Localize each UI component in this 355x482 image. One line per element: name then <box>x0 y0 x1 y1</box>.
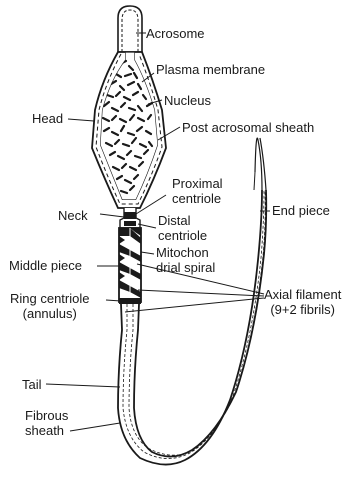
mitochondrial-spiral-leader <box>141 252 154 254</box>
acrosome-shape <box>118 6 142 52</box>
neck-leader <box>100 214 124 217</box>
tail-leader <box>46 384 120 387</box>
head-leader <box>68 119 94 121</box>
label-distal-centriole: Distal centriole <box>158 213 207 243</box>
label-axial-filament: Axial filament (9+2 fibrils) <box>264 287 341 317</box>
label-nucleus: Nucleus <box>164 93 211 108</box>
label-neck: Neck <box>58 208 88 223</box>
label-post-acrosomal-sheath: Post acrosomal sheath <box>182 120 314 135</box>
label-ring-centriole: Ring centriole (annulus) <box>10 291 90 321</box>
label-plasma-membrane: Plasma membrane <box>156 62 265 77</box>
label-mitochondrial-spiral: Mitochon drial spiral <box>156 245 215 275</box>
middle-piece-shape <box>119 228 141 302</box>
axial-filament-leader-2 <box>138 290 264 296</box>
fibrous-sheath-leader <box>70 423 120 431</box>
label-fibrous-sheath: Fibrous sheath <box>25 408 68 438</box>
label-end-piece: End piece <box>272 203 330 218</box>
label-head: Head <box>32 111 63 126</box>
label-acrosome: Acrosome <box>146 26 205 41</box>
neck-shape <box>120 208 140 228</box>
annulus-shape <box>119 298 141 304</box>
label-tail: Tail <box>22 377 42 392</box>
axial-filament-leader-3 <box>125 298 264 312</box>
label-middle-piece: Middle piece <box>9 258 82 273</box>
label-proximal-centriole: Proximal centriole <box>172 176 223 206</box>
